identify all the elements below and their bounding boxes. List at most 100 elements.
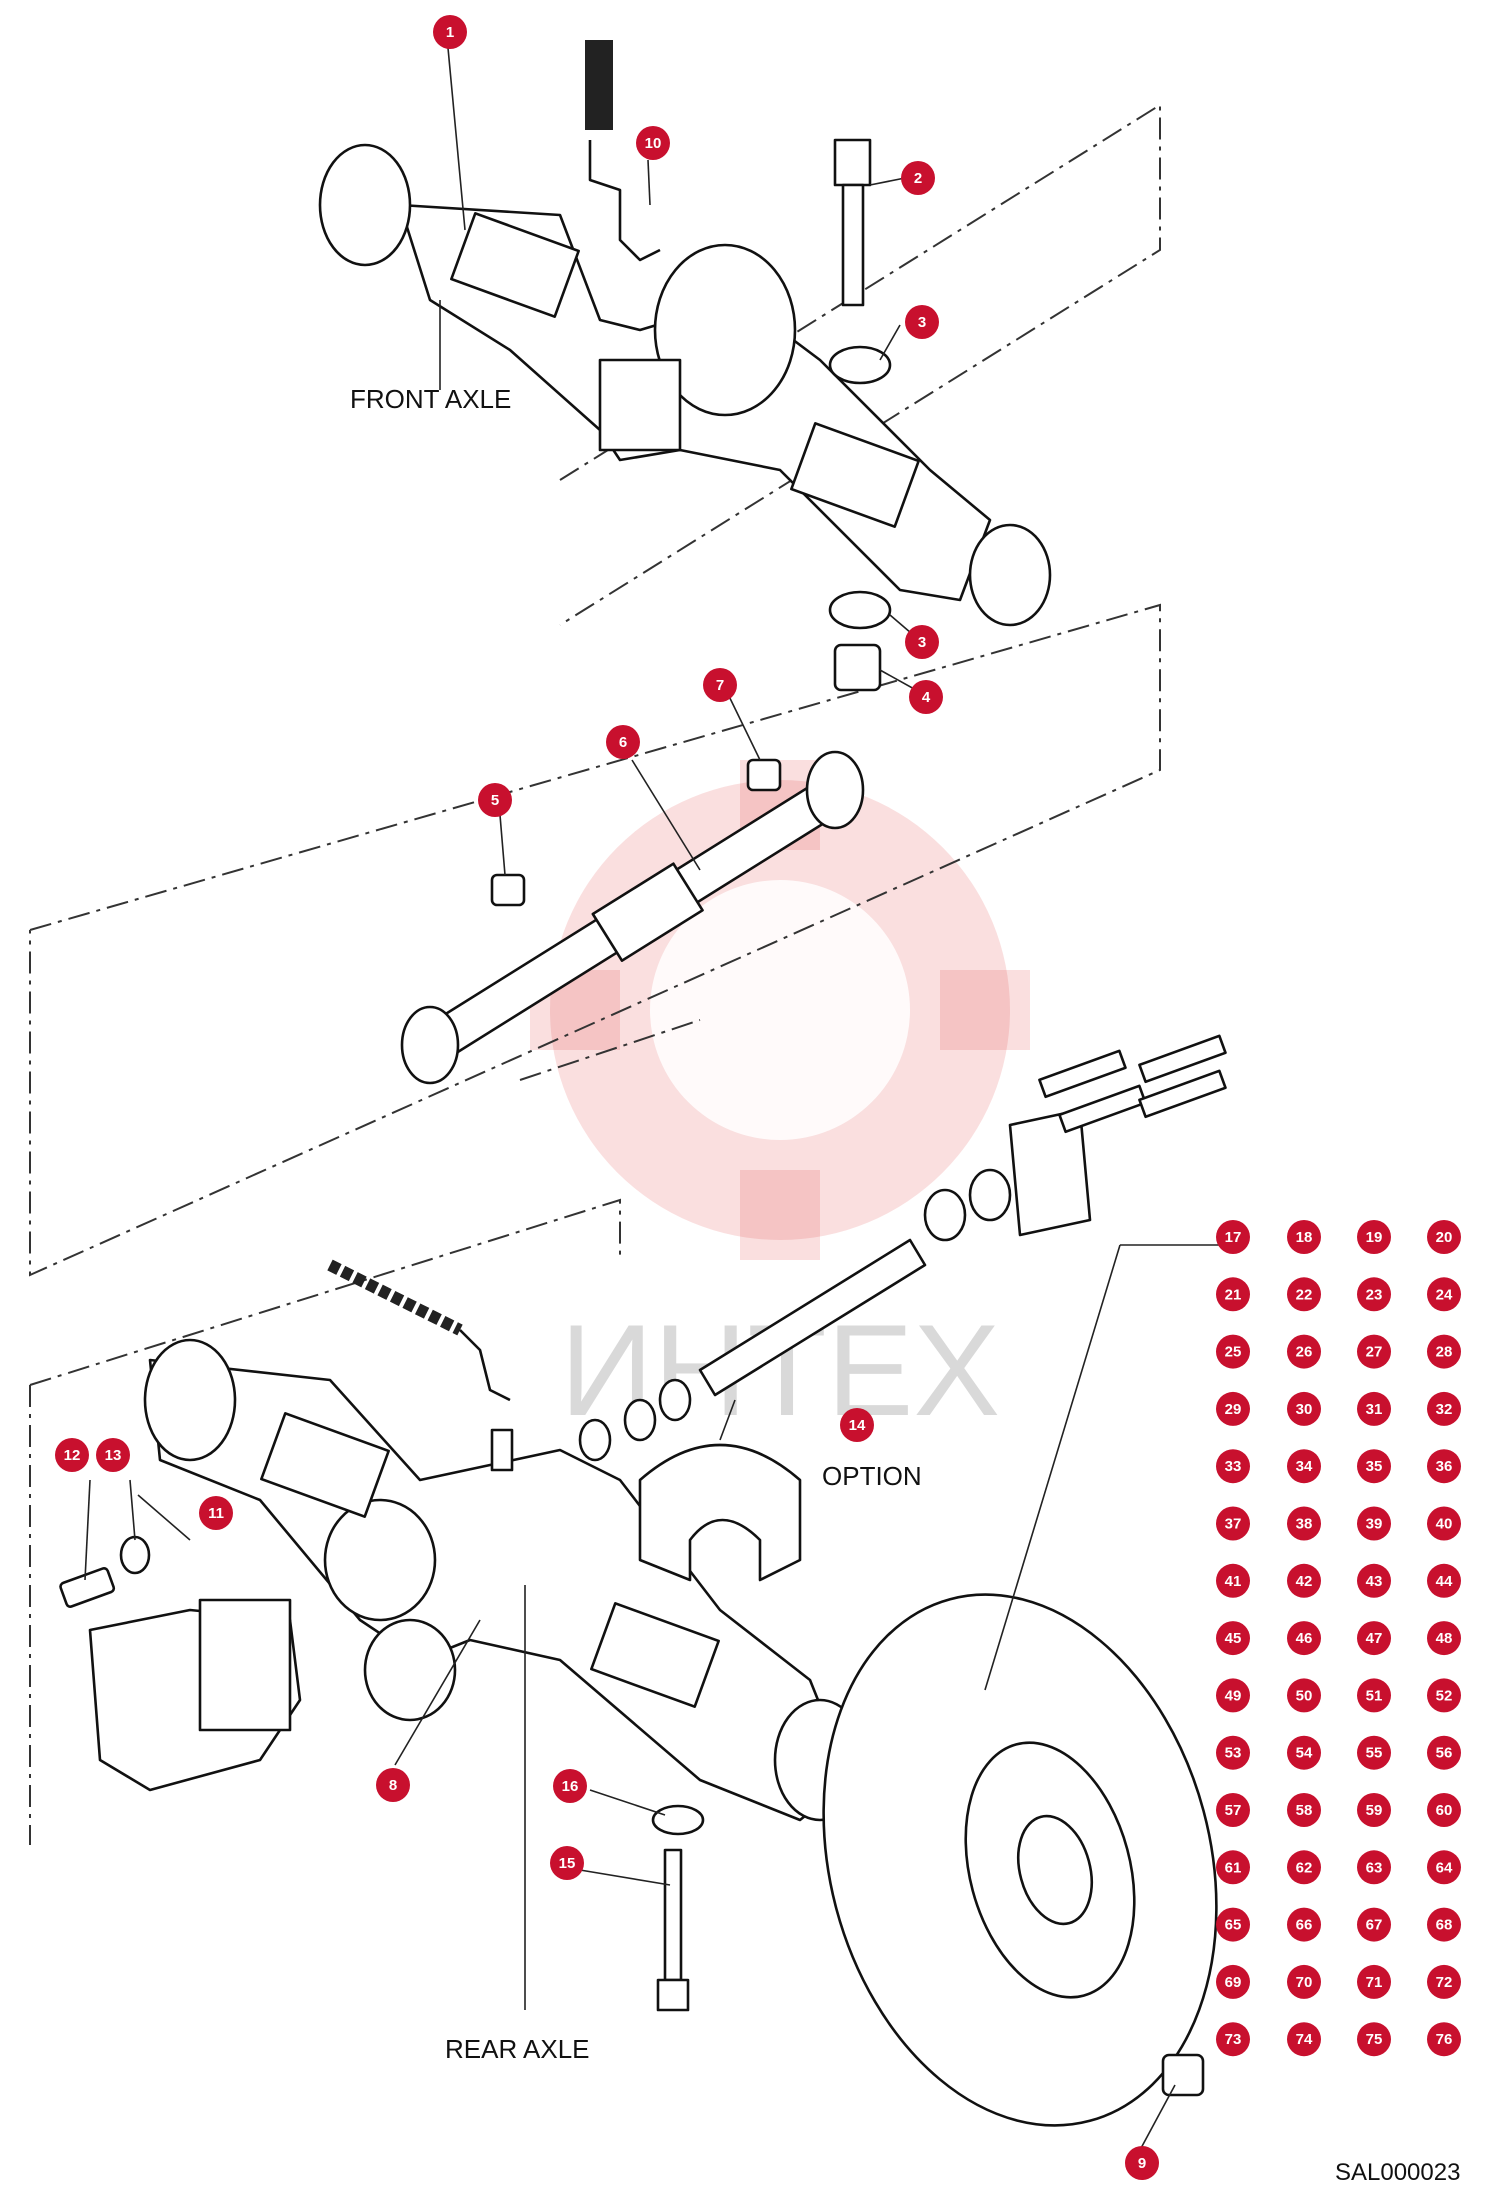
grid-callout-ghost-number: 74	[1298, 2056, 1315, 2073]
grid-callout-ghost-number: 60	[1438, 1827, 1455, 1844]
grid-callout-ghost-number: 34	[1298, 1483, 1315, 1500]
grid-callout-number: 30	[1296, 1401, 1313, 1418]
grid-callout-ghost-number: 66	[1298, 1942, 1315, 1959]
grid-callout-ghost-number: 65	[1227, 1942, 1244, 1959]
callout-7: 7	[703, 668, 737, 702]
grid-callout-number: 42	[1296, 1573, 1313, 1590]
callout-14: 14	[840, 1408, 874, 1442]
grid-callout-number: 47	[1366, 1630, 1383, 1647]
grid-callout-ghost-number: 24	[1438, 1311, 1455, 1328]
grid-callout-ghost-number: 38	[1298, 1541, 1315, 1558]
grid-callout-number: 34	[1296, 1458, 1313, 1475]
grid-callout-number: 44	[1436, 1573, 1453, 1590]
grid-callout-ghost-number: 44	[1438, 1598, 1455, 1615]
grid-callout-ghost-number: 33	[1227, 1483, 1244, 1500]
grid-callout-ghost-number: 55	[1368, 1770, 1385, 1787]
grid-callout-number: 74	[1296, 2031, 1313, 2048]
grid-callout-number: 52	[1436, 1687, 1453, 1704]
grid-callout-ghost-number: 43	[1368, 1598, 1385, 1615]
grid-callout-ghost-number: 69	[1227, 1999, 1244, 2016]
grid-callout-ghost-number: 50	[1298, 1712, 1315, 1729]
svg-text:11: 11	[208, 1505, 224, 1522]
grid-callout-ghost-number: 18	[1298, 1254, 1315, 1271]
grid-callout-ghost-number: 28	[1438, 1369, 1455, 1386]
svg-text:8: 8	[389, 1777, 397, 1794]
callout-13: 13	[96, 1438, 130, 1472]
svg-text:10: 10	[645, 135, 662, 152]
grid-callout-number: 23	[1366, 1286, 1383, 1303]
grid-callout-number: 64	[1436, 1859, 1453, 1876]
grid-callout-number: 33	[1225, 1458, 1242, 1475]
grid-callout-number: 24	[1436, 1286, 1453, 1303]
callout-11: 11	[199, 1496, 233, 1530]
washer-drawing-lower	[828, 590, 892, 630]
callout-badges: 1 2 3 3 4 5 6 7 8 9 10 11 12 13 14 15 16	[55, 15, 1159, 2180]
svg-text:5: 5	[491, 792, 499, 809]
nut-drawing	[833, 643, 882, 692]
svg-text:12: 12	[64, 1447, 81, 1464]
grid-callout-ghost-number: 70	[1298, 1999, 1315, 2016]
callout-3b: 3	[905, 625, 939, 659]
callout-4: 4	[909, 680, 943, 714]
svg-text:9: 9	[1138, 2155, 1146, 2172]
option-label: OPTION	[822, 1461, 922, 1491]
svg-text:15: 15	[559, 1855, 576, 1872]
svg-text:3: 3	[918, 634, 926, 651]
option-weight-drawing	[638, 1443, 802, 1582]
grid-callout-ghost-number: 56	[1438, 1770, 1455, 1787]
grid-callout-number: 35	[1366, 1458, 1383, 1475]
grid-callout-number: 20	[1436, 1229, 1453, 1246]
callout-2: 2	[901, 161, 935, 195]
grid-callout-number: 58	[1296, 1802, 1313, 1819]
grid-callout-number: 25	[1225, 1344, 1242, 1361]
parts-grid-callouts: 1717181819192020212122222323242425252626…	[1216, 1220, 1461, 2073]
drawing-code: SAL000023	[1335, 2159, 1460, 2186]
front-axle-label: FRONT AXLE	[350, 384, 511, 414]
grid-callout-ghost-number: 42	[1298, 1598, 1315, 1615]
grid-callout-ghost-number: 52	[1438, 1712, 1455, 1729]
grid-callout-number: 38	[1296, 1516, 1313, 1533]
grid-callout-number: 31	[1366, 1401, 1383, 1418]
grid-callout-number: 65	[1225, 1917, 1242, 1934]
svg-text:16: 16	[562, 1778, 579, 1795]
grid-callout-ghost-number: 26	[1298, 1369, 1315, 1386]
grid-callout-ghost-number: 67	[1368, 1942, 1385, 1959]
grid-callout-ghost-number: 37	[1227, 1541, 1244, 1558]
grid-callout-ghost-number: 75	[1368, 2056, 1385, 2073]
grid-callout-ghost-number: 54	[1298, 1770, 1315, 1787]
grid-callout-number: 37	[1225, 1516, 1242, 1533]
grid-callout-ghost-number: 72	[1438, 1999, 1455, 2016]
hose-fitting-drawing	[585, 40, 661, 262]
grid-callout-ghost-number: 27	[1368, 1369, 1385, 1386]
svg-text:7: 7	[716, 677, 724, 694]
